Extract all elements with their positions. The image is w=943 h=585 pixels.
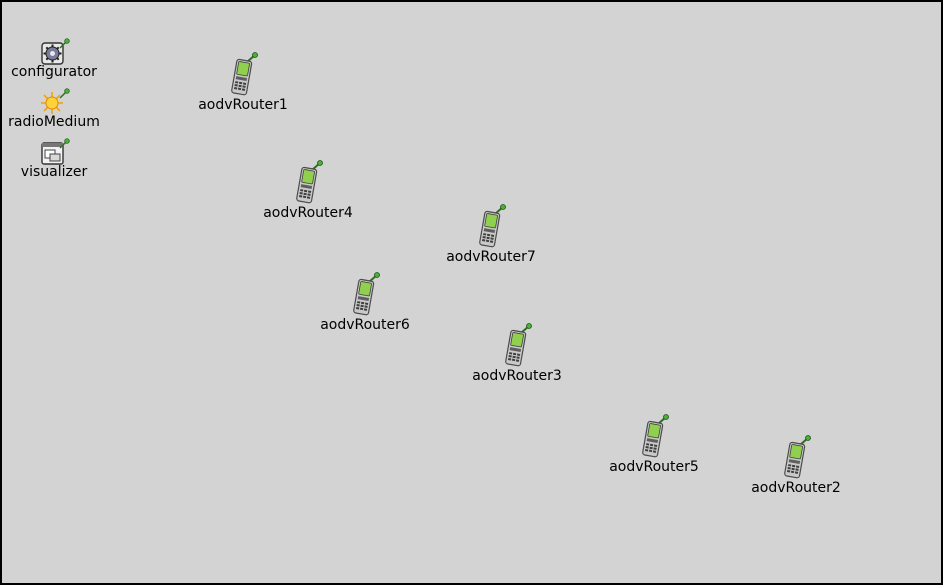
node-aodv-router-1[interactable]: aodvRouter1 xyxy=(188,52,298,116)
mobile-phone-icon xyxy=(225,52,261,98)
node-aodv-router-2[interactable]: aodvRouter2 xyxy=(741,435,851,499)
sun-icon xyxy=(41,88,70,114)
node-label: aodvRouter1 xyxy=(198,97,288,113)
node-label: aodvRouter6 xyxy=(320,317,410,333)
mobile-phone-icon xyxy=(636,414,672,460)
node-label: aodvRouter3 xyxy=(472,368,562,384)
node-aodv-router-3[interactable]: aodvRouter3 xyxy=(462,323,572,387)
node-aodv-router-5[interactable]: aodvRouter5 xyxy=(599,414,709,478)
node-aodv-router-6[interactable]: aodvRouter6 xyxy=(310,272,420,336)
visualizer-module[interactable]: visualizer xyxy=(0,138,109,184)
configurator-module[interactable]: configurator xyxy=(0,38,109,84)
node-label: aodvRouter7 xyxy=(446,249,536,265)
mobile-phone-icon xyxy=(473,204,509,250)
radio-medium-module[interactable]: radioMedium xyxy=(0,88,109,134)
mobile-phone-icon xyxy=(347,272,383,318)
mobile-phone-icon xyxy=(778,435,814,481)
node-label: aodvRouter2 xyxy=(751,480,841,496)
node-aodv-router-4[interactable]: aodvRouter4 xyxy=(253,160,363,224)
node-label: aodvRouter4 xyxy=(263,205,353,221)
visualizer-label: visualizer xyxy=(20,164,88,180)
gear-icon xyxy=(41,38,70,65)
window-icon xyxy=(41,138,70,165)
node-aodv-router-7[interactable]: aodvRouter7 xyxy=(436,204,546,268)
node-label: aodvRouter5 xyxy=(609,459,699,475)
mobile-phone-icon xyxy=(499,323,535,369)
configurator-label: configurator xyxy=(11,64,97,80)
mobile-phone-icon xyxy=(290,160,326,206)
radio-medium-label: radioMedium xyxy=(8,114,100,130)
